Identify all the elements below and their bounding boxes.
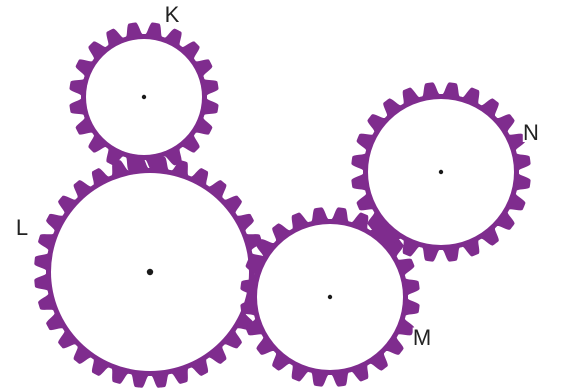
gear-m-label: M	[413, 325, 431, 350]
gear-m-center-dot	[327, 294, 333, 300]
gear-n-center-dot	[438, 169, 444, 175]
gear-k: K	[69, 0, 219, 172]
gear-l-center-dot	[146, 268, 154, 276]
gear-k-center-dot	[141, 94, 147, 100]
gear-l: L	[14, 156, 266, 388]
gear-l-label: L	[16, 215, 28, 240]
gear-m: M	[240, 207, 433, 387]
gear-k-label: K	[165, 2, 180, 27]
gear-n: N	[351, 82, 541, 262]
gear-n-label: N	[523, 120, 539, 145]
